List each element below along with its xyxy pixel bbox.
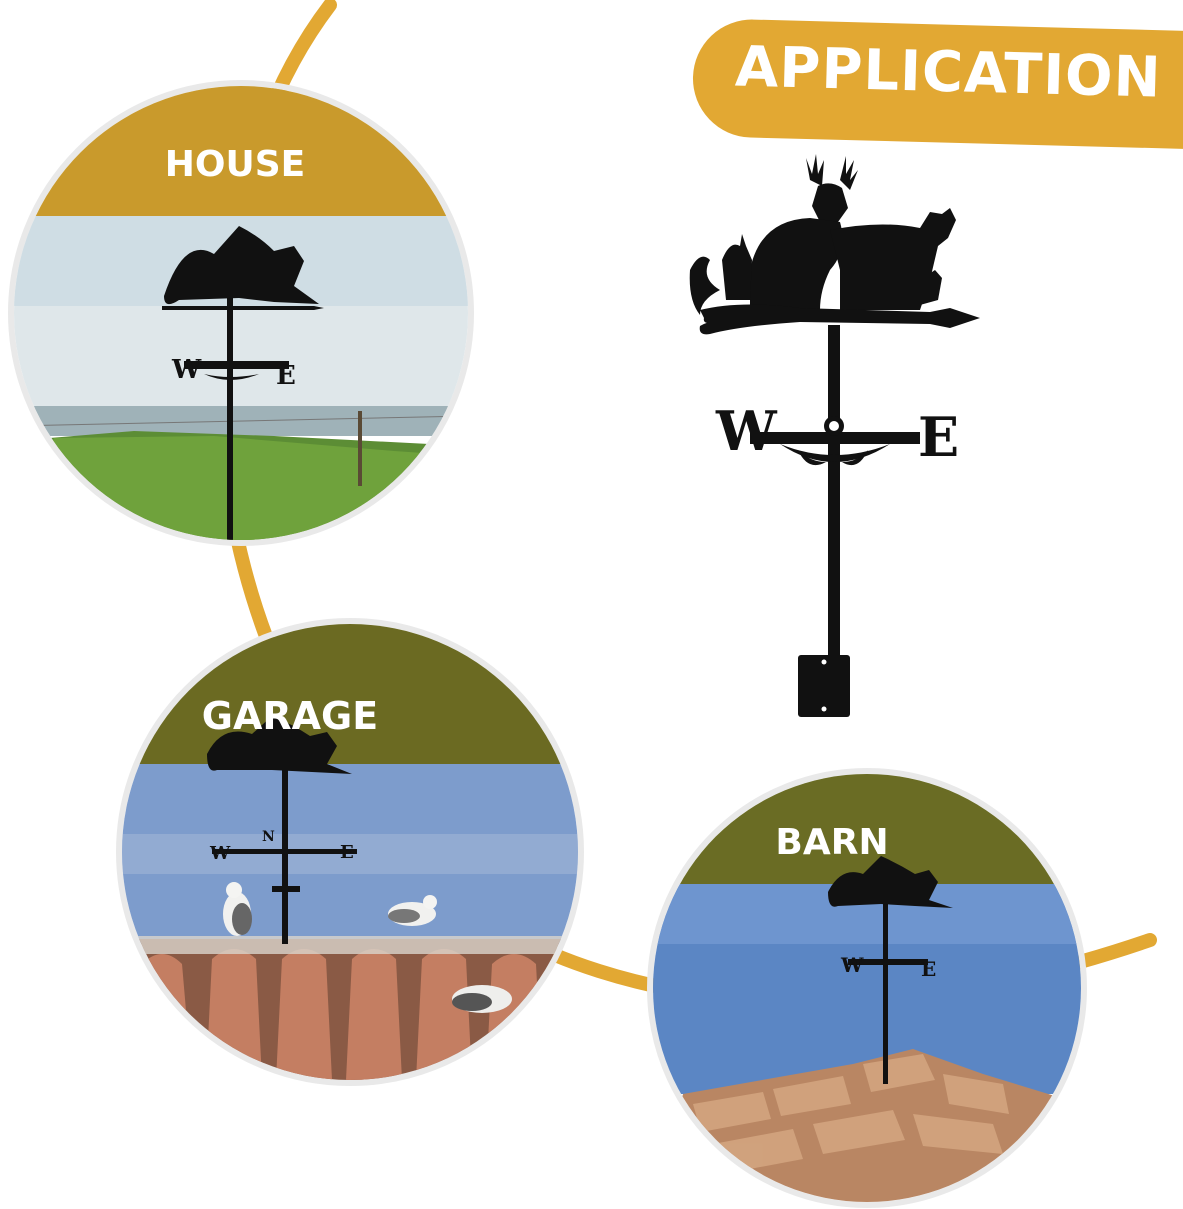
svg-text:E: E bbox=[276, 361, 296, 391]
barn-scene: W E BARN bbox=[647, 768, 1087, 1208]
svg-text:N: N bbox=[262, 829, 275, 845]
svg-text:W: W bbox=[840, 953, 864, 977]
west-letter: W bbox=[715, 399, 778, 463]
svg-text:E: E bbox=[340, 842, 354, 863]
svg-text:W: W bbox=[171, 355, 202, 385]
garage-photo: W E N bbox=[122, 624, 578, 1080]
application-title: APPLICATION bbox=[734, 34, 1163, 111]
garage-scene: W E N GARAGE bbox=[116, 618, 584, 1086]
garage-label: GARAGE bbox=[201, 694, 379, 738]
barn-label: BARN bbox=[775, 822, 889, 863]
weathervane-product: W E bbox=[689, 154, 980, 717]
barn-photo: W E bbox=[653, 774, 1081, 1202]
svg-text:E: E bbox=[921, 957, 936, 981]
house-photo: W E bbox=[14, 86, 468, 540]
east-letter: E bbox=[918, 405, 959, 469]
house-scene: W E HOUSE bbox=[8, 80, 474, 546]
svg-text:W: W bbox=[209, 843, 231, 864]
house-label: HOUSE bbox=[164, 144, 306, 185]
